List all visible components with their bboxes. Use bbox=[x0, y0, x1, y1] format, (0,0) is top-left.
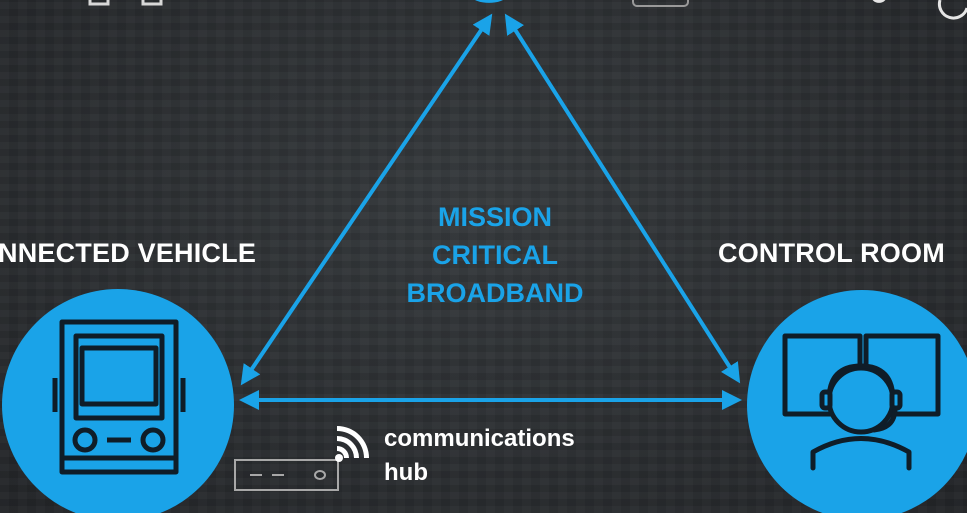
operator-headset-icon bbox=[747, 290, 967, 513]
center-label: MISSION CRITICAL BROADBAND bbox=[370, 198, 620, 312]
router-icon bbox=[234, 459, 339, 491]
wifi-signal-icon bbox=[335, 426, 369, 462]
hub-label-line2: hub bbox=[384, 459, 428, 486]
center-label-line1: MISSION bbox=[437, 202, 552, 232]
top-partial-icons bbox=[88, 0, 967, 20]
control-room-label: CONTROL ROOM bbox=[718, 238, 945, 268]
hub-label-line1: communications bbox=[384, 425, 575, 452]
vehicle-label: NNECTED VEHICLE bbox=[0, 238, 257, 268]
center-label-line2: CRITICAL bbox=[432, 240, 558, 270]
hub-label: communications hub bbox=[384, 422, 614, 490]
center-label-line3: BROADBAND bbox=[406, 278, 584, 308]
truck-icon bbox=[2, 289, 234, 513]
arrow-left-edge bbox=[240, 13, 493, 386]
arrow-right-edge bbox=[504, 13, 741, 384]
